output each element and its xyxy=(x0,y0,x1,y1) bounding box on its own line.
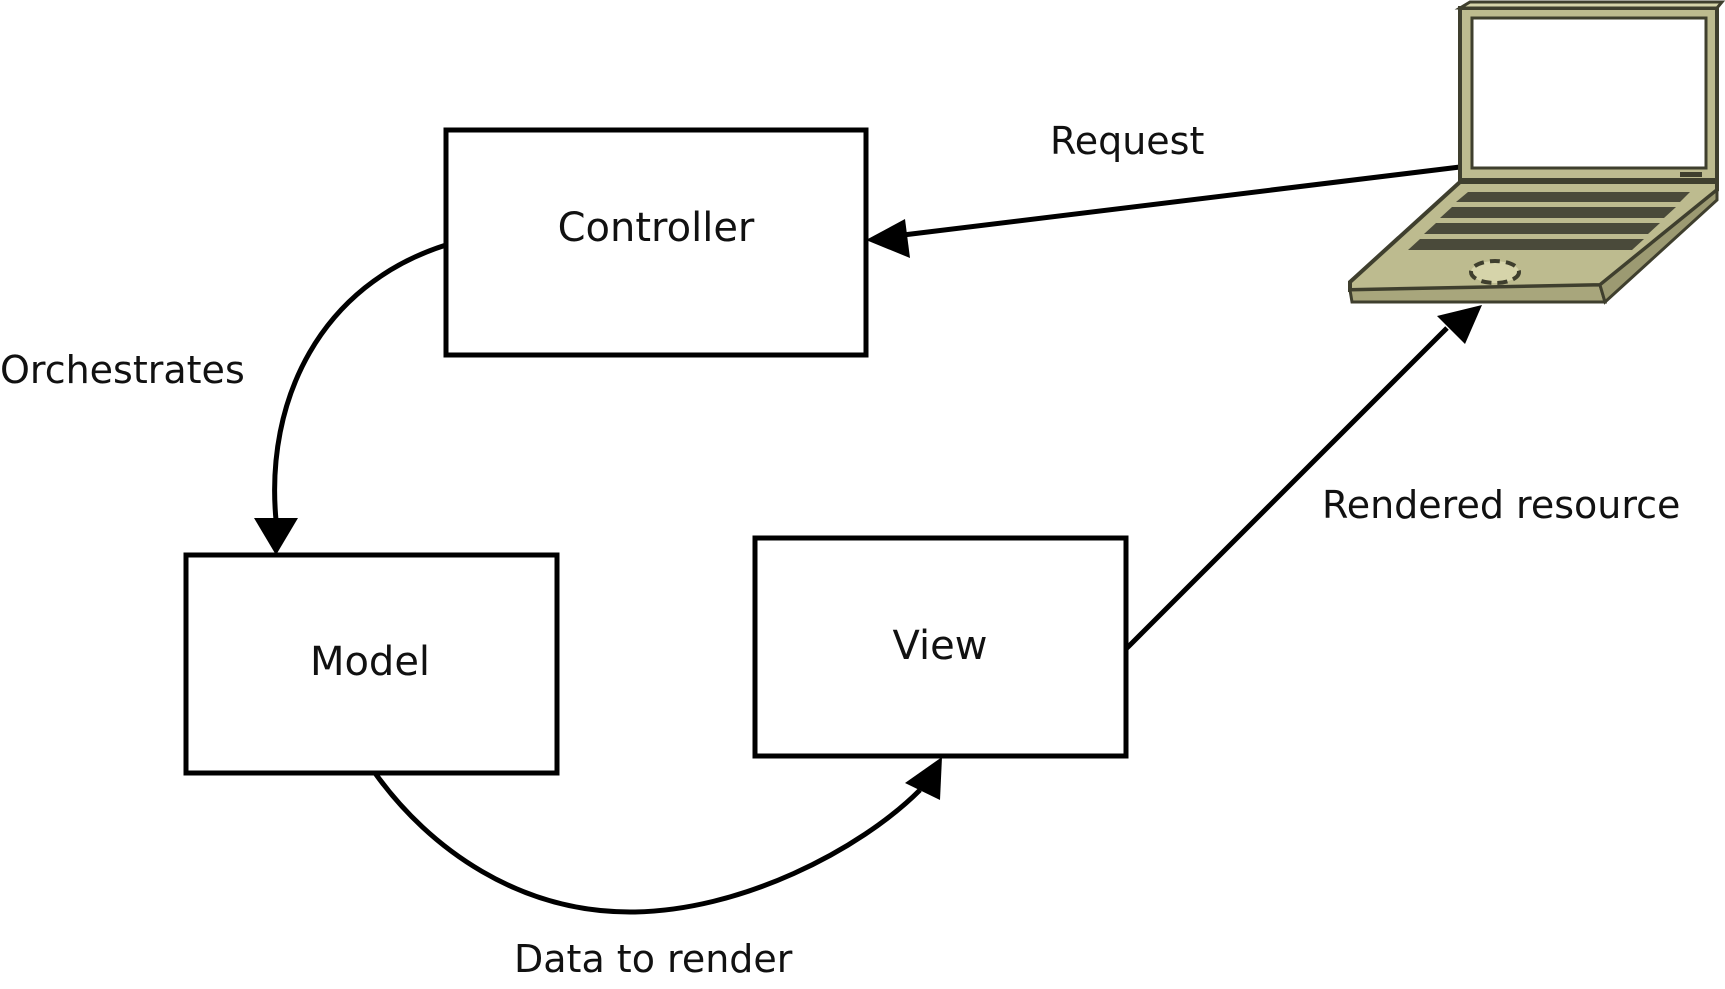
laptop-keys-row-3 xyxy=(1424,223,1660,234)
rendered-resource-edge: Rendered resource xyxy=(1124,305,1680,651)
laptop-lid-top-edge xyxy=(1454,0,1725,10)
rendered-resource-label: Rendered resource xyxy=(1322,483,1680,527)
controller-node: Controller xyxy=(443,127,869,358)
orchestrates-arrowhead xyxy=(254,518,298,555)
request-arrowhead xyxy=(866,219,910,258)
model-node: Model xyxy=(183,552,560,776)
laptop-screen xyxy=(1470,16,1708,170)
view-label: View xyxy=(893,623,988,669)
view-node: View xyxy=(752,535,1129,759)
request-label: Request xyxy=(1050,119,1204,163)
data-to-render-arrowhead xyxy=(905,757,942,800)
model-label: Model xyxy=(310,639,430,685)
laptop-keys-row-1 xyxy=(1456,192,1690,202)
request-edge: Request xyxy=(866,119,1461,258)
laptop-touchpad xyxy=(1469,259,1521,285)
data-to-render-label: Data to render xyxy=(514,937,793,981)
laptop-icon xyxy=(1348,0,1725,305)
orchestrates-edge: Orchestrates xyxy=(0,242,447,555)
laptop-keys-row-4 xyxy=(1408,239,1644,250)
data-to-render-edge: Data to render xyxy=(372,757,942,981)
data-to-render-arrow-line xyxy=(372,771,922,915)
laptop-base-side xyxy=(1598,186,1719,305)
orchestrates-arrow-line xyxy=(272,242,447,521)
laptop-indicator xyxy=(1680,172,1702,177)
laptop-keys-row-2 xyxy=(1440,207,1676,218)
orchestrates-label: Orchestrates xyxy=(0,348,245,392)
rendered-resource-arrowhead xyxy=(1437,305,1482,344)
rendered-resource-arrow-line xyxy=(1124,326,1449,651)
controller-label: Controller xyxy=(558,205,755,251)
request-arrow-line xyxy=(894,164,1461,239)
